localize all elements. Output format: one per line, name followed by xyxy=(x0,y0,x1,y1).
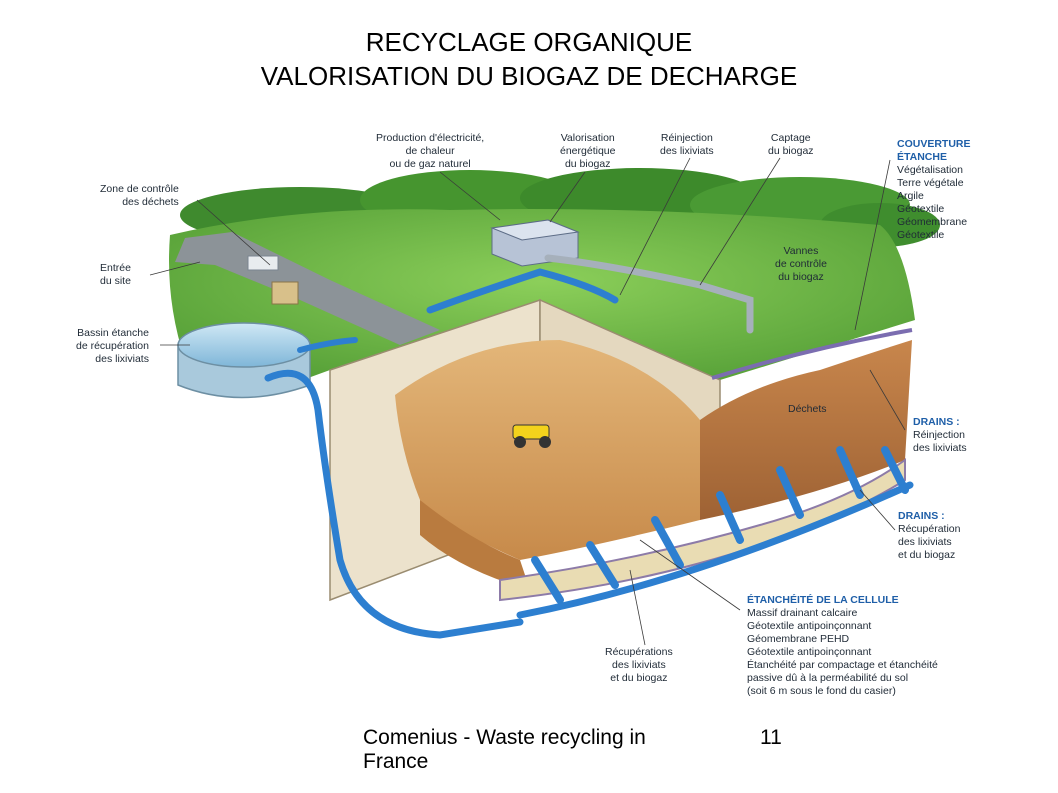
slide-title-line-2: VALORISATION DU BIOGAZ DE DECHARGE xyxy=(260,61,798,91)
waste-control-booth xyxy=(271,281,299,305)
cover-liner xyxy=(711,328,913,380)
waste-front-face xyxy=(420,500,530,590)
label-couverture: COUVERTURE ÉTANCHE Végétalisation Terre … xyxy=(897,138,971,241)
label-etancheite: ÉTANCHÉITÉ DE LA CELLULE Massif drainant… xyxy=(747,594,938,697)
grass-surface xyxy=(169,209,915,390)
leachate-return-pipe xyxy=(264,369,524,639)
slide-title-line-1: RECYCLAGE ORGANIQUE xyxy=(365,27,693,57)
access-road xyxy=(175,232,440,345)
compactor-vehicle xyxy=(512,424,551,448)
leader-lines xyxy=(149,157,906,646)
label-dechets: Déchets xyxy=(788,403,827,415)
biogaz-pipe xyxy=(544,254,754,334)
truck xyxy=(247,255,279,271)
page-number: 11 xyxy=(760,726,782,749)
basin-pipe xyxy=(297,337,358,353)
reinjection-pipe xyxy=(426,268,619,314)
label-drains-reinjection: DRAINS : Réinjection des lixiviats xyxy=(913,416,967,454)
leachate-basin xyxy=(177,322,311,399)
power-plant-building xyxy=(490,219,580,267)
bottom-drains xyxy=(531,446,909,604)
label-drains-recuperation: DRAINS : Récupération des lixiviats et d… xyxy=(898,510,961,561)
waste-mass xyxy=(395,340,700,560)
footer-text: Comenius - Waste recycling in France xyxy=(363,726,646,773)
collector-pipe xyxy=(516,481,914,619)
waste-right-block xyxy=(700,340,912,520)
